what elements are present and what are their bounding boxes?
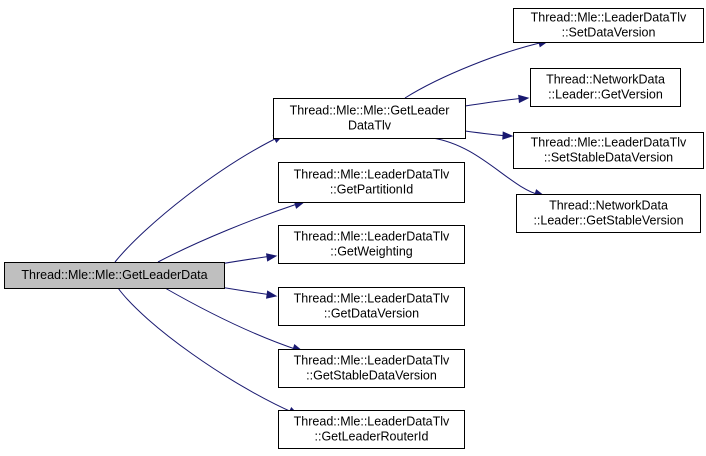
- node-label-line: Thread::Mle::Mle::GetLeaderData: [21, 268, 207, 282]
- node-box[interactable]: [273, 98, 466, 139]
- edge-line: [464, 130, 509, 137]
- node-getpartitionid[interactable]: Thread::Mle::LeaderDataTlv::GetPartition…: [278, 162, 465, 203]
- edge-line: [219, 286, 273, 296]
- node-getdataversion[interactable]: Thread::Mle::LeaderDataTlv::GetDataVersi…: [278, 287, 465, 326]
- node-box[interactable]: [513, 8, 704, 43]
- node-label-line: Thread::Mle::LeaderDataTlv: [294, 168, 450, 182]
- node-box[interactable]: [278, 410, 465, 449]
- edge-arrowhead: [518, 94, 530, 104]
- node-label-line: ::SetStableDataVersion: [544, 151, 673, 165]
- nodes-layer: Thread::Mle::Mle::GetLeaderDataThread::M…: [4, 8, 704, 449]
- edge-root-to-getweighting: [219, 253, 278, 265]
- node-box[interactable]: [278, 225, 465, 264]
- edge-line: [117, 287, 295, 414]
- node-label-line: DataTlv: [348, 119, 392, 133]
- node-label-line: ::GetDataVersion: [324, 307, 419, 321]
- node-label-line: Thread::NetworkData: [546, 73, 665, 87]
- node-label-line: Thread::Mle::LeaderDataTlv: [294, 230, 450, 244]
- node-label-line: Thread::Mle::LeaderDataTlv: [294, 415, 450, 429]
- edge-arrowhead: [266, 253, 278, 262]
- edge-getleaderdatatlv-to-setdataversion: [404, 39, 550, 99]
- node-label-line: ::GetPartitionId: [330, 183, 413, 197]
- edge-line: [164, 287, 299, 351]
- node-label-line: ::GetLeaderRouterId: [315, 430, 429, 444]
- node-box[interactable]: [513, 132, 704, 169]
- node-box[interactable]: [278, 162, 465, 203]
- node-box[interactable]: [530, 68, 681, 107]
- node-label-line: Thread::Mle::LeaderDataTlv: [294, 354, 450, 368]
- node-setstabledataversion[interactable]: Thread::Mle::LeaderDataTlv::SetStableDat…: [513, 132, 704, 169]
- node-label-line: Thread::NetworkData: [549, 199, 668, 213]
- edge-line: [464, 97, 525, 107]
- node-label-line: Thread::Mle::LeaderDataTlv: [531, 136, 687, 150]
- node-root[interactable]: Thread::Mle::Mle::GetLeaderData: [4, 262, 225, 289]
- node-label-line: Thread::Mle::Mle::GetLeader: [290, 104, 450, 118]
- edge-root-to-getdataversion: [219, 286, 278, 299]
- edge-getleaderdatatlv-to-nd-getversion: [464, 94, 530, 107]
- edge-line: [404, 41, 545, 99]
- node-label-line: Thread::Mle::LeaderDataTlv: [531, 11, 687, 25]
- edge-line: [157, 202, 301, 263]
- node-getweighting[interactable]: Thread::Mle::LeaderDataTlv::GetWeighting: [278, 225, 465, 264]
- edge-line: [431, 137, 541, 196]
- node-label-line: ::Leader::GetStableVersion: [533, 214, 683, 228]
- edge-root-to-getleaderrouterid: [117, 287, 300, 416]
- node-box[interactable]: [278, 287, 465, 326]
- edge-line: [114, 134, 284, 263]
- node-label-line: ::GetStableDataVersion: [306, 369, 437, 383]
- edge-line: [219, 255, 273, 265]
- node-label-line: Thread::Mle::LeaderDataTlv: [294, 292, 450, 306]
- node-nd-getstableversion[interactable]: Thread::NetworkData::Leader::GetStableVe…: [516, 194, 701, 233]
- node-box[interactable]: [4, 262, 225, 289]
- node-setdataversion[interactable]: Thread::Mle::LeaderDataTlv::SetDataVersi…: [513, 8, 704, 43]
- edge-arrowhead: [266, 290, 278, 299]
- node-box[interactable]: [516, 194, 701, 233]
- node-label-line: ::Leader::GetVersion: [548, 88, 663, 102]
- node-getleaderrouterid[interactable]: Thread::Mle::LeaderDataTlv::GetLeaderRou…: [278, 410, 465, 449]
- edge-arrowhead: [502, 131, 514, 140]
- node-label-line: ::SetDataVersion: [562, 26, 656, 40]
- edge-getleaderdatatlv-to-setstabledataversion: [464, 130, 514, 140]
- node-label-line: ::GetWeighting: [330, 245, 413, 259]
- node-box[interactable]: [278, 349, 465, 388]
- edge-root-to-getleaderdatatlv: [114, 134, 285, 263]
- node-nd-getversion[interactable]: Thread::NetworkData::Leader::GetVersion: [530, 68, 681, 107]
- node-getstabledataversion[interactable]: Thread::Mle::LeaderDataTlv::GetStableDat…: [278, 349, 465, 388]
